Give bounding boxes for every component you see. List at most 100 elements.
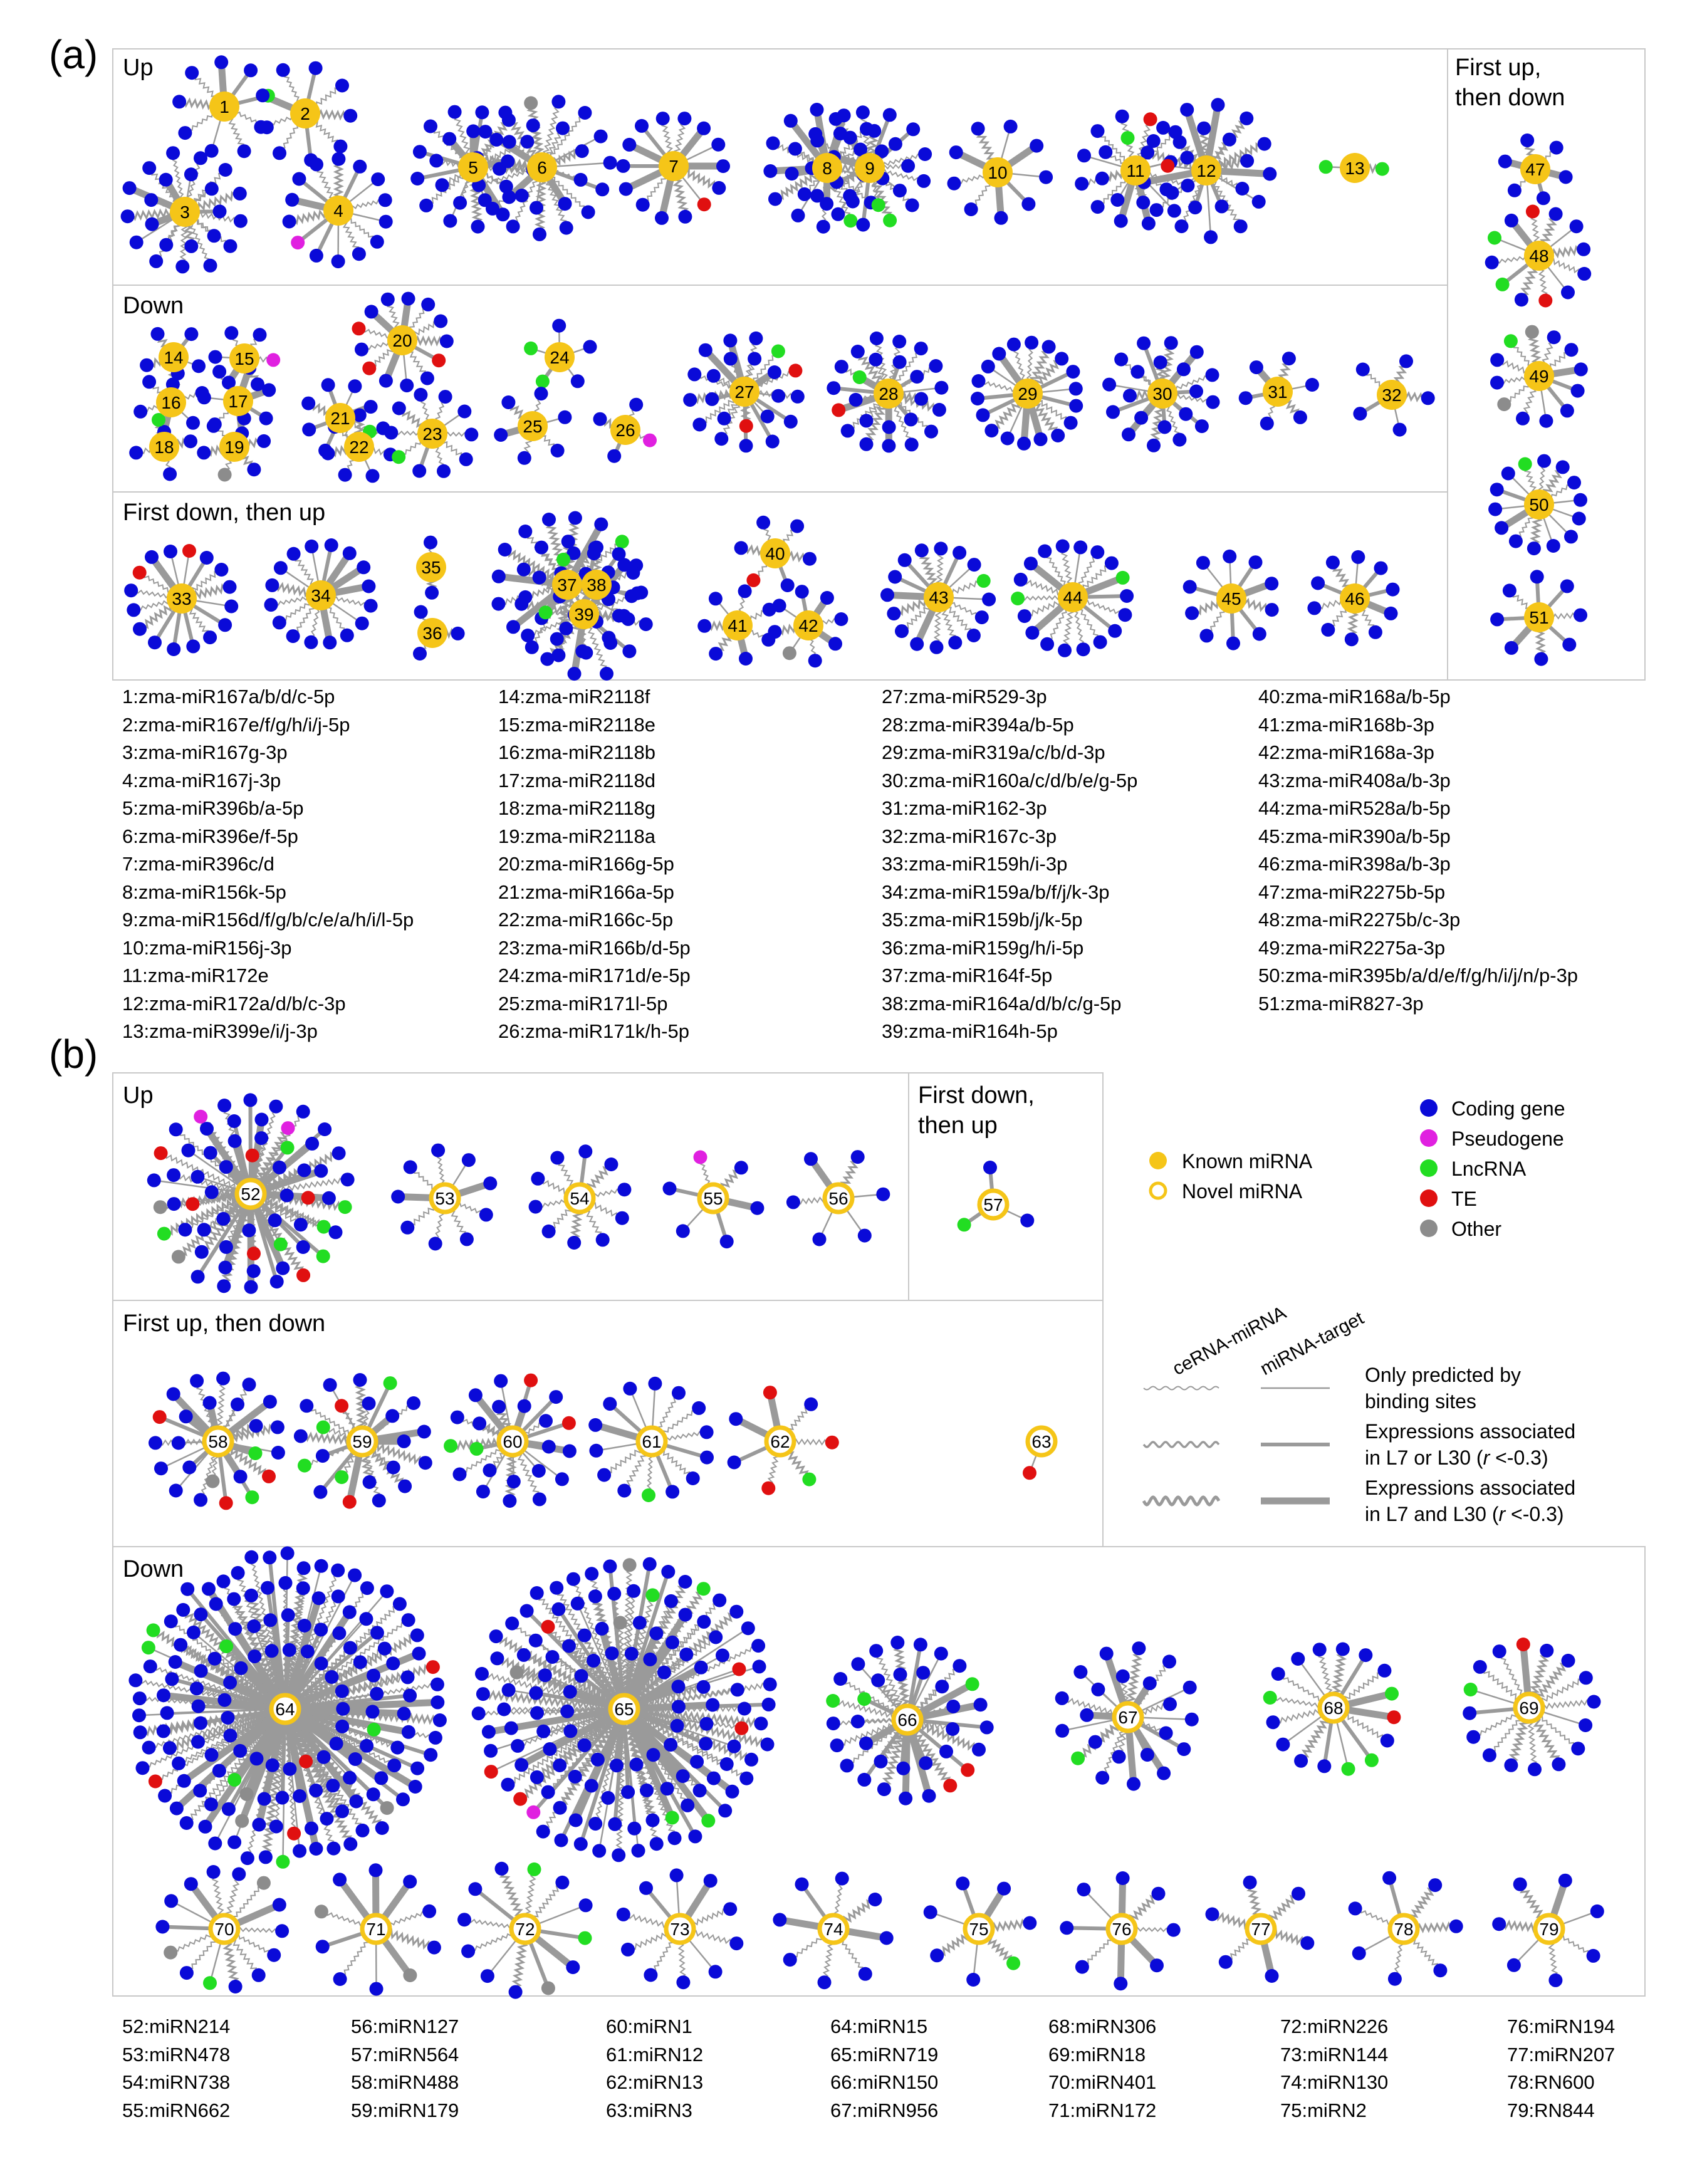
coding-gene-node: [503, 1494, 517, 1508]
coding-gene-node: [1122, 427, 1135, 442]
coding-gene-node: [964, 202, 978, 216]
coding-gene-node: [355, 342, 368, 357]
coding-gene-node: [706, 1698, 720, 1712]
mirna-target-edge: [284, 1708, 301, 1851]
coding-gene-node: [922, 1789, 936, 1803]
lncrna-node: [642, 1488, 655, 1502]
coding-gene-node: [604, 1157, 619, 1171]
coding-gene-node: [982, 592, 996, 607]
te-node: [732, 1662, 746, 1676]
coding-gene-node: [486, 201, 499, 216]
coding-gene-node: [1355, 362, 1370, 377]
other-node: [206, 1474, 220, 1488]
coding-gene-node: [1196, 556, 1210, 570]
lncrna-node: [696, 1582, 711, 1596]
mirna-id-label: 72: [515, 1920, 535, 1939]
coding-gene-node: [631, 1844, 645, 1858]
target-type-legend-label: Pseudogene: [1451, 1127, 1564, 1150]
cerna-mirna-edge: [624, 1681, 771, 1712]
coding-gene-node: [1577, 242, 1591, 256]
coding-gene-node: [681, 1798, 695, 1812]
coding-gene-node: [184, 239, 199, 253]
coding-gene-node: [348, 1568, 362, 1582]
coding-gene-node: [1263, 167, 1277, 181]
coding-gene-node: [228, 1622, 243, 1636]
coding-gene-node: [1102, 377, 1117, 392]
coding-gene-node: [223, 1728, 238, 1743]
coding-gene-node: [1205, 368, 1219, 382]
mirna-id-label: 6: [537, 158, 547, 177]
coding-gene-node: [901, 159, 916, 173]
coding-gene-node: [400, 379, 414, 393]
coding-gene-node: [466, 124, 481, 138]
coding-gene-node: [244, 1550, 259, 1564]
edge-legend-label: Only predicted by: [1365, 1364, 1521, 1386]
coding-gene-node: [617, 558, 632, 572]
coding-gene-node: [536, 1824, 550, 1839]
coding-gene-node: [437, 464, 451, 478]
coding-gene-node: [194, 1607, 208, 1622]
coding-gene-node: [810, 133, 825, 148]
coding-gene-node: [162, 1741, 177, 1755]
coding-gene-node: [1163, 1697, 1177, 1711]
coding-gene-node: [348, 379, 362, 394]
coding-gene-node: [984, 424, 999, 438]
coding-gene-node: [629, 1757, 644, 1772]
known-mirna-node: [1263, 377, 1293, 407]
mirna-name-entry: 3:zma-miR167g-3p: [122, 741, 288, 763]
mirna-id-label: 25: [523, 417, 542, 436]
novel-mirna-node: [429, 1182, 461, 1215]
cerna-mirna-edge: [283, 1708, 365, 1831]
mirna-id-label: 67: [1118, 1708, 1137, 1727]
coding-gene-node: [692, 1784, 707, 1798]
coding-gene-node: [304, 635, 318, 649]
coding-gene-node: [371, 172, 385, 187]
coding-gene-node: [314, 1622, 328, 1637]
coding-gene-node: [790, 389, 805, 404]
coding-gene-node: [935, 1680, 949, 1694]
coding-gene-node: [890, 1636, 905, 1649]
panel-b-label: (b): [49, 1032, 98, 1077]
known-mirna-node: [1340, 153, 1370, 183]
coding-gene-node: [292, 172, 306, 186]
coding-gene-node: [501, 395, 516, 409]
coding-gene-node: [1508, 534, 1523, 548]
coding-gene-node: [578, 1144, 593, 1159]
coding-gene-node: [690, 1755, 704, 1769]
coding-gene-node: [1157, 1766, 1171, 1780]
coding-gene-node: [1466, 1730, 1481, 1744]
mirna-name-entry: 62:miRN13: [606, 2071, 704, 2093]
coding-gene-node: [1558, 170, 1573, 184]
coding-gene-node: [549, 1390, 563, 1404]
coding-gene-node: [772, 598, 786, 613]
coding-gene-node: [643, 1652, 657, 1666]
te-node: [763, 1386, 777, 1400]
mirna-target-edge: [284, 1707, 432, 1757]
coding-gene-node: [428, 1730, 442, 1745]
coding-gene-node: [739, 1771, 754, 1785]
mirna-name-entry: 74:miRN130: [1280, 2071, 1389, 2093]
coding-gene-node: [833, 1672, 848, 1686]
target-type-legend-label: TE: [1451, 1188, 1477, 1210]
coding-gene-node: [232, 1867, 246, 1881]
coding-gene-node: [1080, 1708, 1094, 1722]
coding-gene-node: [882, 420, 896, 434]
coding-gene-node: [1520, 133, 1535, 147]
coding-gene-node: [263, 1394, 277, 1409]
coding-gene-node: [1305, 378, 1319, 392]
coding-gene-node: [414, 605, 428, 619]
coding-gene-node: [155, 1920, 170, 1934]
lncrna-node: [1488, 231, 1501, 245]
coding-gene-node: [386, 1656, 400, 1671]
coding-gene-node: [1214, 199, 1229, 214]
coding-gene-node: [904, 437, 919, 452]
coding-gene-node: [550, 632, 564, 646]
coding-gene-node: [760, 409, 775, 424]
novel-mirna-legend-swatch: [1149, 1181, 1167, 1200]
coding-gene-node: [353, 1655, 367, 1669]
coding-gene-node: [419, 198, 434, 212]
mirna-id-label: 34: [311, 586, 330, 605]
coding-gene-node: [1189, 384, 1203, 399]
coding-gene-node: [589, 1443, 603, 1458]
